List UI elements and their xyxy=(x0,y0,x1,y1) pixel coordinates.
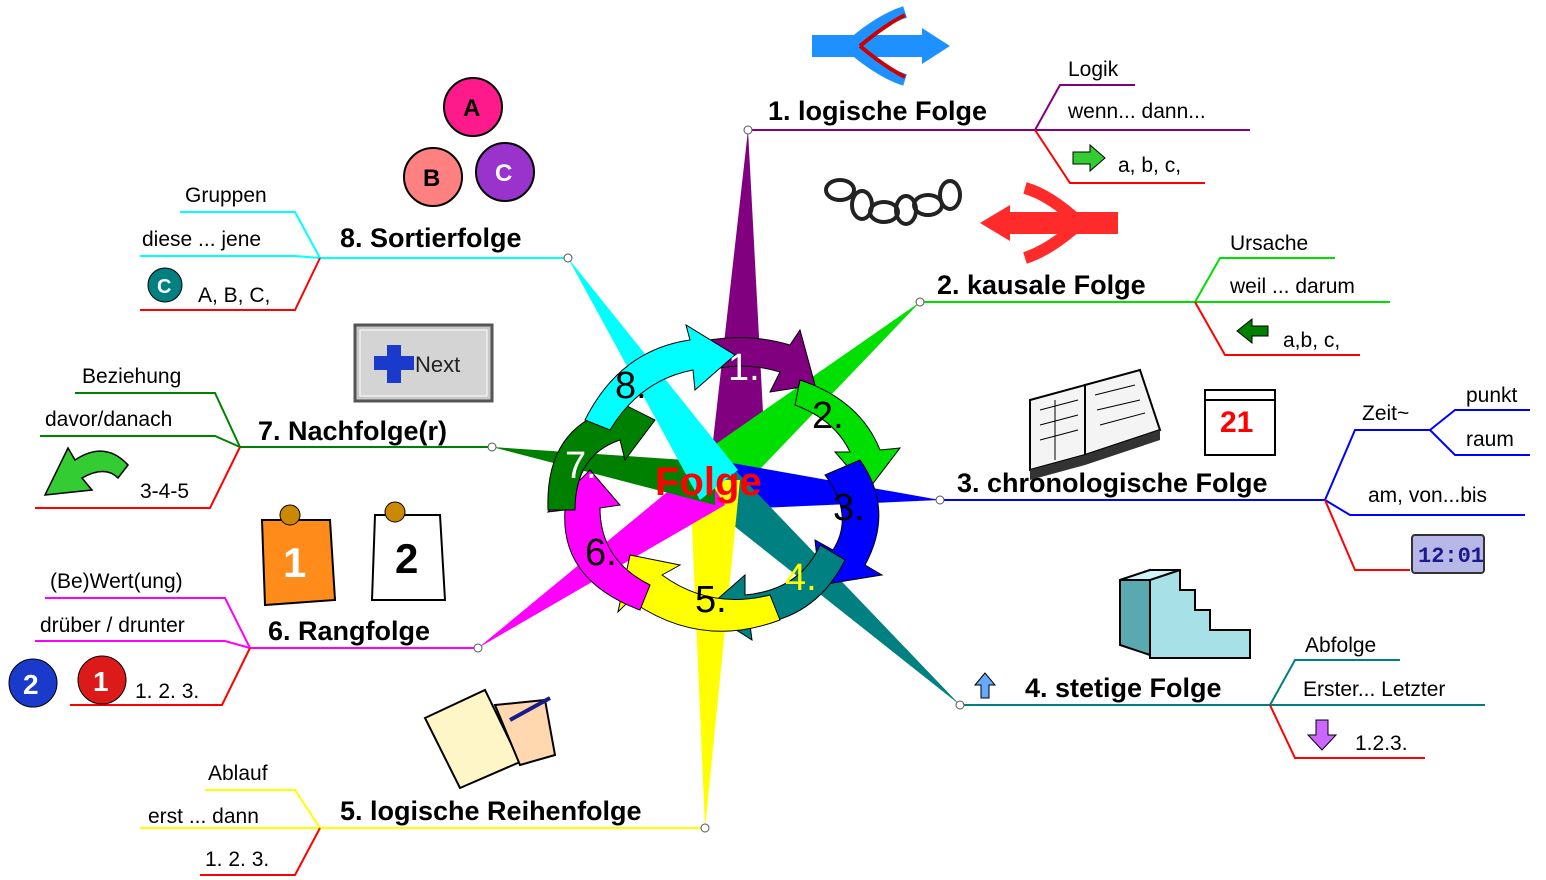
branch-4-label: 4. stetige Folge xyxy=(1025,673,1222,703)
branch-6-label: 6. Rangfolge xyxy=(268,616,430,646)
branch-1-sub-2: wenn... dann... xyxy=(1067,100,1206,123)
ray-5 xyxy=(690,480,740,828)
branch-4-sub-3: 1.2.3. xyxy=(1355,732,1408,755)
ring-number-5: 5. xyxy=(695,579,727,621)
plus-icon xyxy=(374,345,414,383)
next-button[interactable]: Next xyxy=(353,323,494,403)
branch-7[interactable]: 7. Nachfolge(r) Beziehung davor/danach 3… xyxy=(35,323,497,509)
branch-2-label: 2. kausale Folge xyxy=(937,270,1146,300)
svg-text:2: 2 xyxy=(23,669,39,700)
branch-1-label: 1. logische Folge xyxy=(768,96,987,126)
branch-6-sub-1: (Be)Wert(ung) xyxy=(50,570,183,593)
svg-text:1: 1 xyxy=(93,666,109,697)
svg-text:C: C xyxy=(495,160,512,187)
green-arrow-left-icon xyxy=(1236,317,1269,345)
center-label: Folge xyxy=(655,460,762,504)
branch-5-sub-2: erst ... dann xyxy=(148,805,259,828)
ring-segment-7 xyxy=(547,394,656,511)
svg-text:C: C xyxy=(157,276,171,298)
ray-3 xyxy=(715,460,940,510)
blue-number-badge-icon: 2 xyxy=(8,658,58,708)
calendar-icon: 21 xyxy=(1204,389,1276,456)
branch-2-sub-2: weil ... darum xyxy=(1229,275,1355,298)
ring-number-4: 4. xyxy=(785,557,817,599)
branch-5[interactable]: 5. logische Reihenfolge Ablauf erst ... … xyxy=(140,688,710,876)
ring-segment-8 xyxy=(584,323,736,431)
branch-3-sub-zeit: Zeit~ xyxy=(1362,402,1409,425)
branch-5-sub-1: Ablauf xyxy=(208,762,268,785)
digital-clock-icon: 12:01 xyxy=(1411,534,1485,574)
ring-number-3: 3. xyxy=(833,487,865,529)
branch-3-label: 3. chronologische Folge xyxy=(957,468,1268,498)
circle-b-icon: B xyxy=(403,147,463,207)
ray-1 xyxy=(712,130,765,450)
branch-1[interactable]: 1. logische Folge Logik wenn... dann... … xyxy=(743,6,1250,184)
ring-number-2: 2. xyxy=(812,395,844,437)
branch-6[interactable]: 6. Rangfolge (Be)Wert(ung) drüber / drun… xyxy=(8,501,483,708)
branch-6-sub-2: drüber / drunter xyxy=(40,614,185,637)
branch-7-sub-3: 3-4-5 xyxy=(140,480,189,503)
svg-text:B: B xyxy=(423,165,440,192)
branch-1-sub-3: a, b, c, xyxy=(1118,154,1181,177)
svg-text:2: 2 xyxy=(395,535,418,582)
branch-7-sub-1: Beziehung xyxy=(82,365,181,388)
ring-number-8: 8. xyxy=(615,365,647,407)
red-number-badge-icon: 1 xyxy=(77,655,127,705)
ray-7 xyxy=(492,447,715,505)
branch-5-label: 5. logische Reihenfolge xyxy=(340,796,642,826)
branch-2-sub-1: Ursache xyxy=(1230,232,1308,255)
c-badge-icon: C xyxy=(147,267,183,303)
arrow-ring xyxy=(546,323,902,642)
chain-icon xyxy=(824,178,962,226)
branch-8-sub-1: Gruppen xyxy=(185,184,267,207)
branch-2-sub-3: a,b, c, xyxy=(1283,329,1340,352)
branch-3[interactable]: 3. chronologische Folge Zeit~ punkt raum… xyxy=(935,368,1530,574)
ring-number-7: 7. xyxy=(565,445,597,487)
branch-4-sub-1: Abfolge xyxy=(1305,634,1376,657)
checklist-writing-icon xyxy=(423,688,557,790)
branch-8-sub-2: diese ... jene xyxy=(142,228,261,251)
branch-5-sub-3: 1. 2. 3. xyxy=(205,848,269,871)
branch-2[interactable]: 2. kausale Folge Ursache weil ... darum … xyxy=(824,178,1390,356)
branch-7-sub-2: davor/danach xyxy=(45,408,172,431)
rank-card-2-icon: 2 xyxy=(370,501,447,601)
branch-8-sub-3: A, B, C, xyxy=(198,284,270,307)
branch-6-sub-3: 1. 2. 3. xyxy=(135,680,199,703)
arrow-down-icon xyxy=(1306,719,1338,751)
rank-card-1-icon: 1 xyxy=(260,504,337,607)
ring-number-1: 1. xyxy=(728,347,760,389)
arrow-up-icon xyxy=(973,672,997,699)
branch-4-sub-2: Erster... Letzter xyxy=(1303,678,1445,701)
branch-3-sub-punkt: punkt xyxy=(1466,384,1518,407)
svg-text:12:01: 12:01 xyxy=(1418,544,1484,569)
svg-text:21: 21 xyxy=(1220,406,1253,439)
circle-c-icon: C xyxy=(475,142,535,202)
circle-a-icon: A xyxy=(443,77,503,137)
branch-8[interactable]: 8. Sortierfolge Gruppen diese ... jene A… xyxy=(140,77,573,311)
ring-segment-2 xyxy=(794,379,902,491)
branch-8-label: 8. Sortierfolge xyxy=(340,223,522,253)
curved-arrow-icon xyxy=(43,446,129,496)
branch-7-label: 7. Nachfolge(r) xyxy=(258,416,447,446)
branching-arrows-blue-icon xyxy=(812,6,950,86)
open-book-icon xyxy=(1029,368,1162,480)
svg-text:1: 1 xyxy=(283,539,306,586)
branching-arrows-red-icon xyxy=(980,182,1118,264)
svg-text:A: A xyxy=(463,95,480,122)
ring-number-6: 6. xyxy=(585,532,617,574)
stairs-icon xyxy=(1119,568,1251,659)
branch-4[interactable]: 4. stetige Folge Abfolge Erster... Letzt… xyxy=(955,568,1485,759)
ring-numbers: 1. 2. 3. 4. 5. 6. 7. 8. xyxy=(565,347,865,621)
branch-3-sub-am: am, von...bis xyxy=(1368,484,1487,507)
next-button-label: Next xyxy=(415,352,460,377)
branch-3-sub-raum: raum xyxy=(1466,428,1514,451)
branch-1-sub-1: Logik xyxy=(1068,58,1119,81)
green-arrow-right-icon xyxy=(1072,143,1106,173)
